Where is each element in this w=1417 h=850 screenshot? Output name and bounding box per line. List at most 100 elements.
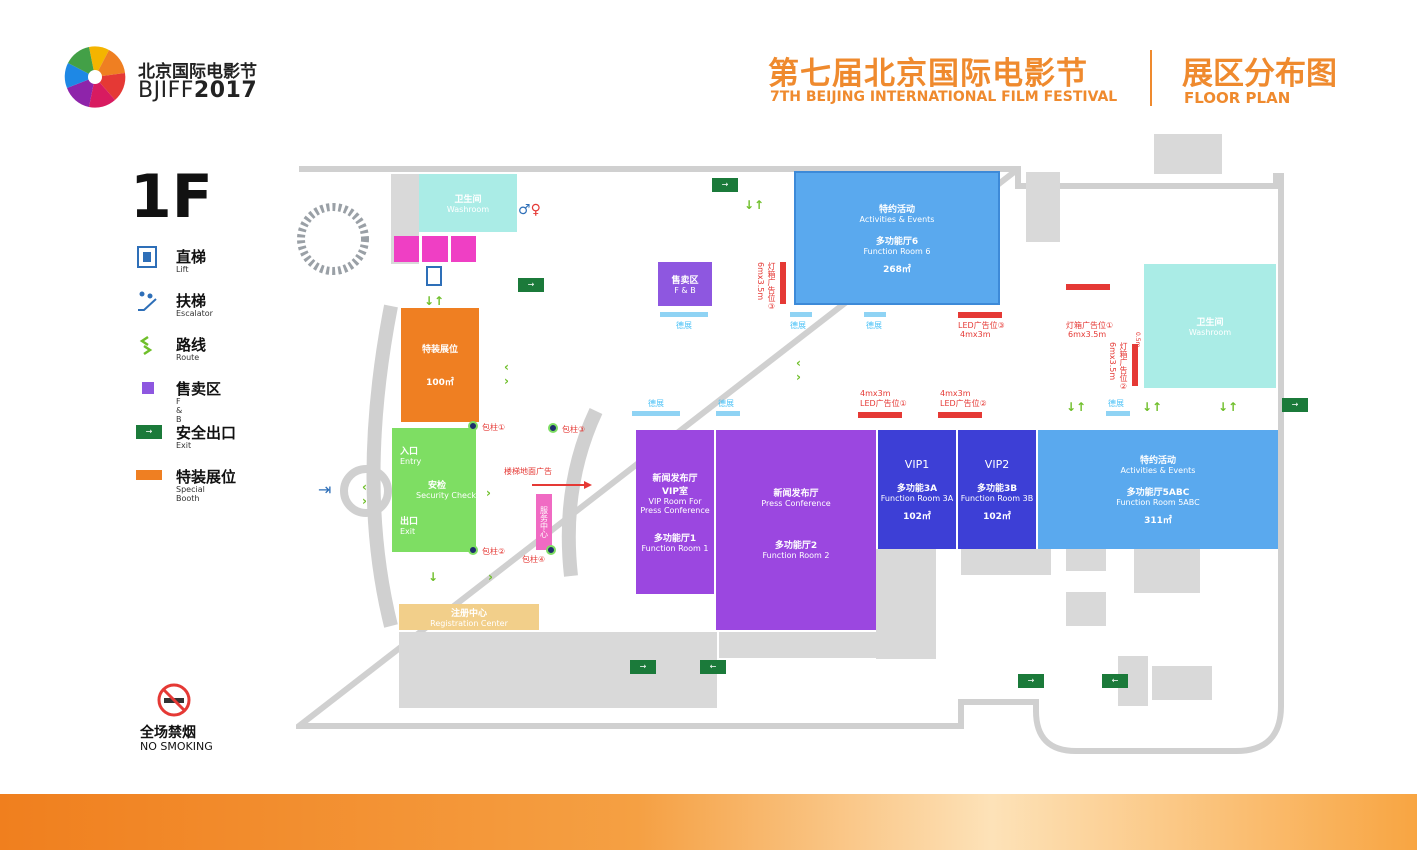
special-booth-area: 100㎡ bbox=[426, 378, 454, 388]
vip1-room[interactable]: VIP1 多功能3A Function Room 3A 102㎡ bbox=[878, 430, 956, 549]
floor-label: 1F bbox=[130, 162, 213, 232]
function5-name-en: Function Room 5ABC bbox=[1116, 498, 1200, 507]
dezhan-label-6: 德展 bbox=[1108, 399, 1124, 408]
vip-room-cn: 新闻发布厅 bbox=[652, 474, 698, 484]
legend-lift-en: Lift bbox=[176, 265, 189, 274]
washroom-right-cn: 卫生间 bbox=[1196, 318, 1224, 328]
block-right-4 bbox=[1134, 549, 1200, 593]
exit-sign-bottom-3: → bbox=[1018, 674, 1044, 688]
dezhan-label-4: 德展 bbox=[648, 399, 664, 408]
security-cn: 安检 bbox=[428, 481, 447, 491]
vip1-en: Function Room 3A bbox=[880, 493, 954, 503]
exit-sign-icon: → bbox=[136, 425, 162, 439]
entrance-icon: ⇥ bbox=[318, 480, 332, 499]
bjiff-logo-icon bbox=[62, 44, 128, 110]
vip-room-press[interactable]: 新闻发布厅 VIP室 VIP Room For Press Conference… bbox=[636, 430, 714, 594]
route-arrow-10: ↓↑ bbox=[1142, 400, 1163, 414]
pillar-1-label: 包柱① bbox=[482, 423, 506, 432]
security-en: Security Check bbox=[416, 491, 477, 500]
vip2-room[interactable]: VIP2 多功能3B Function Room 3B 102㎡ bbox=[958, 430, 1036, 549]
pillar-1-dot-icon bbox=[468, 421, 478, 431]
led1-label: LED广告位① bbox=[860, 399, 907, 408]
route-arrow-11: ↓↑ bbox=[1218, 400, 1239, 414]
route-arrow-7: ↓ bbox=[428, 570, 439, 584]
pillar-3-label: 包柱③ bbox=[562, 425, 586, 434]
function5-event-cn: 特约活动 bbox=[1139, 456, 1176, 466]
block-center-strip bbox=[719, 632, 876, 658]
function6-area: 268㎡ bbox=[883, 264, 911, 275]
special-booth-cn: 特装展位 bbox=[421, 345, 458, 355]
route-arrow-6: › bbox=[486, 486, 491, 500]
function-room-6[interactable]: 特约活动 Activities & Events 多功能厅6 Function … bbox=[794, 171, 1000, 305]
block-top-right-1 bbox=[1026, 172, 1060, 242]
function1-en: Function Room 1 bbox=[641, 544, 709, 553]
special-booth[interactable]: 特装展位 100㎡ bbox=[401, 308, 479, 422]
lightbox2-bar bbox=[1132, 344, 1138, 386]
no-smoking-icon bbox=[156, 682, 192, 718]
function5-area: 311㎡ bbox=[1144, 516, 1172, 526]
route-arrow-8: › bbox=[488, 570, 493, 584]
fnb-square-icon bbox=[142, 382, 154, 394]
function5-name-cn: 多功能厅5ABC bbox=[1126, 488, 1190, 498]
route-arrows-icon bbox=[139, 335, 153, 356]
washroom-left[interactable]: 卫生间 Washroom bbox=[419, 174, 517, 232]
washroom-gender-icon: ♂♀ bbox=[518, 202, 541, 218]
legend-fnb-en: F & B bbox=[176, 397, 183, 424]
route-arrow-9: ↓↑ bbox=[1066, 400, 1087, 414]
service-centre[interactable]: 服务中心 bbox=[536, 494, 552, 550]
lightbox3-size: 6mx3.5m bbox=[756, 262, 765, 301]
floor-outline bbox=[296, 166, 1284, 754]
logo-title-cn: 北京国际电影节 bbox=[138, 62, 257, 82]
washroom-right[interactable]: 卫生间 Washroom bbox=[1144, 264, 1276, 388]
security-check[interactable]: 入口 Entry 安检 Security Check 出口 Exit bbox=[392, 428, 476, 552]
dezhan-label-5: 德展 bbox=[718, 399, 734, 408]
led3-size: 4mx3m bbox=[960, 330, 991, 339]
service-cn: 服务中心 bbox=[539, 506, 549, 538]
legend-escalator-en: Escalator bbox=[176, 309, 213, 318]
block-lower-left bbox=[399, 632, 717, 708]
function6-name-cn: 多功能厅6 bbox=[875, 236, 919, 247]
dezhan-bar-1 bbox=[660, 312, 708, 317]
registration-center[interactable]: 注册中心 Registration Center bbox=[399, 604, 539, 630]
plan-title-en: FLOOR PLAN bbox=[1184, 89, 1291, 107]
header-divider bbox=[1150, 50, 1152, 106]
dezhan-bar-2 bbox=[790, 312, 812, 317]
exit-cn: 出口 bbox=[400, 517, 419, 527]
exit-sign-mid: → bbox=[518, 278, 544, 292]
lightbox3-label: 灯箱广告位③ bbox=[767, 262, 776, 311]
dezhan-bar-6 bbox=[1106, 411, 1130, 416]
washroom-right-en: Washroom bbox=[1188, 328, 1232, 337]
block-right-1 bbox=[876, 549, 936, 659]
fnb-area[interactable]: 售卖区 F & B bbox=[658, 262, 712, 306]
lightbox1-label: 灯箱广告位① bbox=[1066, 321, 1114, 330]
fnb-cn: 售卖区 bbox=[671, 276, 699, 286]
exit-en: Exit bbox=[400, 527, 416, 536]
special-booth-square-icon bbox=[136, 470, 162, 480]
legend-escalator-cn: 扶梯 bbox=[176, 292, 207, 310]
vip1-title: VIP1 bbox=[904, 457, 930, 471]
vip1-cn: 多功能3A bbox=[896, 483, 938, 494]
route-arrow-4: ‹› bbox=[796, 356, 801, 384]
function-room-5abc[interactable]: 特约活动 Activities & Events 多功能厅5ABC Functi… bbox=[1038, 430, 1278, 549]
pink-stalls bbox=[394, 236, 476, 262]
lift-icon-map bbox=[426, 266, 442, 286]
escalator-icon bbox=[138, 291, 157, 311]
press-conference[interactable]: 新闻发布厅 Press Conference 多功能厅2 Function Ro… bbox=[716, 430, 876, 630]
block-right-5 bbox=[1066, 592, 1106, 626]
exit-sign-right: → bbox=[1282, 398, 1308, 412]
block-right-7 bbox=[1152, 666, 1212, 700]
legend-route-en: Route bbox=[176, 353, 200, 362]
no-smoking-cn: 全场禁烟 bbox=[140, 725, 196, 741]
lightbox1-size: 6mx3.5m bbox=[1068, 330, 1107, 339]
led3-bar bbox=[958, 312, 1002, 318]
function1-cn: 多功能厅1 bbox=[653, 534, 697, 544]
legend-special-booth-cn: 特装展位 bbox=[176, 468, 237, 486]
dezhan-label-3: 德展 bbox=[866, 321, 882, 330]
block-right-3 bbox=[1066, 549, 1106, 571]
vip-room-en: VIP Room For Press Conference bbox=[640, 497, 710, 515]
washroom-left-en: Washroom bbox=[446, 205, 490, 214]
led2-label: LED广告位② bbox=[940, 399, 987, 408]
stair-ad-label: 楼梯地面广告 bbox=[504, 467, 552, 476]
dezhan-bar-5 bbox=[716, 411, 740, 416]
festival-title-cn: 第七届北京国际电影节 bbox=[768, 56, 1088, 92]
